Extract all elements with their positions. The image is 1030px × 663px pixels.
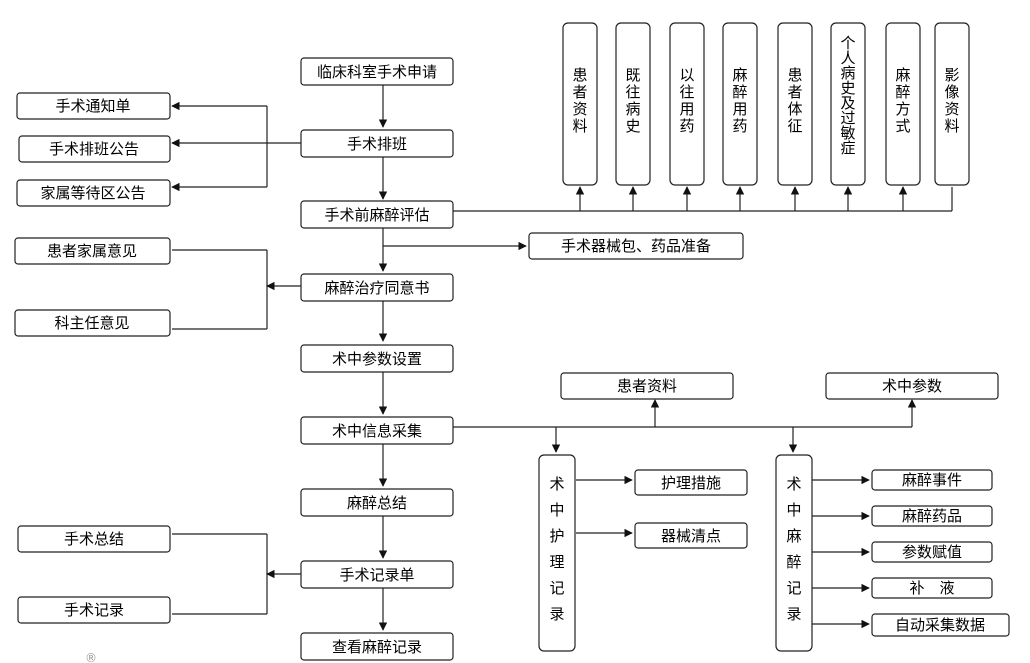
node-waiting-area-announcement: 家属等待区公告 xyxy=(16,179,171,207)
node-anesthesia-event-label: 麻醉事件 xyxy=(902,471,962,489)
node-preop-assessment-label: 手术前麻醉评估 xyxy=(324,206,429,224)
node-intraop-info-collection: 术中信息采集 xyxy=(300,416,454,445)
assessment-input-column: 麻醉用药 xyxy=(722,22,758,186)
node-family-opinion: 患者家属意见 xyxy=(14,237,171,265)
node-clinical-request-label: 临床科室手术申请 xyxy=(317,63,437,81)
assessment-input-box xyxy=(562,22,598,186)
node-intraop-params-setup-label: 术中参数设置 xyxy=(332,350,422,368)
assessment-input-box xyxy=(615,22,651,186)
node-nursing-measures-label: 护理措施 xyxy=(661,474,721,492)
node-intraop-params: 术中参数 xyxy=(825,372,999,400)
assessment-input-column: 以往用药 xyxy=(669,22,705,186)
registered-mark: ® xyxy=(85,651,97,663)
node-anesthesia-drugs: 麻醉药品 xyxy=(871,505,993,527)
node-intraop-params-label: 术中参数 xyxy=(882,377,942,395)
assessment-input-label: 患者资料 xyxy=(572,66,587,135)
assessment-input-column: 患者体征 xyxy=(777,22,813,186)
node-surgery-summary-label: 手术总结 xyxy=(64,530,124,548)
node-consent-label: 麻醉治疗同意书 xyxy=(324,279,429,297)
node-director-opinion-label: 科主任意见 xyxy=(54,314,129,332)
node-nursing-record: 术中护理记录 xyxy=(538,454,576,652)
node-patient-info: 患者资料 xyxy=(560,372,734,400)
node-preparation: 手术器械包、药品准备 xyxy=(528,232,744,260)
node-parameter-assignment-label: 参数赋值 xyxy=(902,543,962,561)
node-auto-collected-data-label: 自动采集数据 xyxy=(895,616,985,634)
assessment-input-label: 麻醉方式 xyxy=(895,66,910,135)
assessment-input-box xyxy=(777,22,813,186)
assessment-input-label: 患者体征 xyxy=(787,66,802,135)
node-surgery-notice-label: 手术通知单 xyxy=(55,97,130,115)
assessment-input-box xyxy=(669,22,705,186)
assessment-input-box xyxy=(885,22,921,186)
node-nursing-record-label: 术中护理记录 xyxy=(549,475,564,623)
node-director-opinion: 科主任意见 xyxy=(14,309,171,337)
node-consent: 麻醉治疗同意书 xyxy=(300,273,454,302)
node-nursing-measures: 护理措施 xyxy=(634,469,748,496)
assessment-input-column: 患者资料 xyxy=(562,22,598,186)
node-anesthesia-drugs-label: 麻醉药品 xyxy=(902,507,962,525)
node-intraop-params-setup: 术中参数设置 xyxy=(300,344,454,373)
node-surgery-record: 手术记录 xyxy=(17,596,171,624)
assessment-input-column: 个人病史及过敏症 xyxy=(830,22,866,186)
assessment-input-label: 个人病史及过敏症 xyxy=(840,34,855,157)
assessment-input-box xyxy=(722,22,758,186)
node-surgery-notice: 手术通知单 xyxy=(16,92,171,120)
node-waiting-area-announcement-label: 家属等待区公告 xyxy=(40,184,145,202)
node-surgery-record-form-label: 手术记录单 xyxy=(339,566,414,584)
assessment-input-label: 影像资料 xyxy=(944,66,959,135)
node-preop-assessment: 手术前麻醉评估 xyxy=(300,200,454,229)
node-instrument-count: 器械清点 xyxy=(634,522,748,549)
node-family-opinion-label: 患者家属意见 xyxy=(47,242,137,260)
node-schedule-announcement: 手术排班公告 xyxy=(18,135,171,163)
node-schedule-announcement-label: 手术排班公告 xyxy=(49,140,139,158)
assessment-input-label: 以往用药 xyxy=(679,66,694,135)
node-fluid-replacement-label: 补 液 xyxy=(909,579,954,597)
node-surgery-schedule-label: 手术排班 xyxy=(347,135,407,153)
assessment-input-column: 麻醉方式 xyxy=(885,22,921,186)
assessment-input-column: 影像资料 xyxy=(934,22,970,186)
node-surgery-record-label: 手术记录 xyxy=(64,601,124,619)
node-parameter-assignment: 参数赋值 xyxy=(871,541,993,563)
assessment-input-box xyxy=(934,22,970,186)
node-surgery-record-form: 手术记录单 xyxy=(300,560,454,589)
node-anesthesia-record-label: 术中麻醉记录 xyxy=(786,475,801,623)
node-view-anesthesia-record: 查看麻醉记录 xyxy=(300,632,454,661)
node-anesthesia-record: 术中麻醉记录 xyxy=(775,454,813,652)
connector-lines xyxy=(171,85,953,631)
assessment-input-column: 既往病史 xyxy=(615,22,651,186)
node-intraop-info-collection-label: 术中信息采集 xyxy=(332,422,422,440)
node-patient-info-label: 患者资料 xyxy=(617,377,677,395)
node-preparation-label: 手术器械包、药品准备 xyxy=(561,237,711,255)
node-surgery-summary: 手术总结 xyxy=(17,525,171,553)
node-fluid-replacement: 补 液 xyxy=(871,577,993,599)
node-anesthesia-summary: 麻醉总结 xyxy=(300,488,454,517)
node-anesthesia-event: 麻醉事件 xyxy=(871,469,993,491)
node-surgery-schedule: 手术排班 xyxy=(300,129,454,158)
node-clinical-request: 临床科室手术申请 xyxy=(300,57,454,86)
node-instrument-count-label: 器械清点 xyxy=(661,527,721,545)
node-view-anesthesia-record-label: 查看麻醉记录 xyxy=(332,638,422,656)
assessment-input-label: 既往病史 xyxy=(625,66,640,135)
assessment-input-label: 麻醉用药 xyxy=(732,66,747,135)
assessment-inputs: 患者资料 既往病史 以往用药 麻醉用药 患者体征 个人病史及过敏症 麻醉方式 影像资料 xyxy=(562,22,970,186)
assessment-input-box xyxy=(830,22,866,186)
node-auto-collected-data: 自动采集数据 xyxy=(871,613,1010,637)
node-anesthesia-summary-label: 麻醉总结 xyxy=(347,494,407,512)
